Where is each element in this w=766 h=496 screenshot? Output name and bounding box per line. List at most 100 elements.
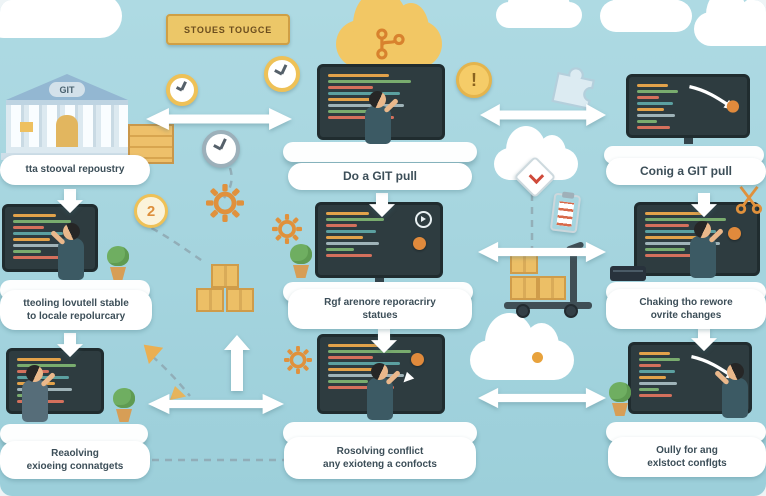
monitor-screen xyxy=(6,348,104,414)
git-branch-cloud xyxy=(336,0,442,68)
arrow-status-to-review xyxy=(478,240,606,264)
label-text: any exioteng a confocts xyxy=(323,459,437,470)
label-text: Rosolving conflict xyxy=(336,445,424,457)
cloud-icon xyxy=(496,0,582,28)
cart-wheel xyxy=(564,304,578,318)
arrow-down-left-r1 xyxy=(57,188,83,214)
arrow-down-right-r1 xyxy=(691,192,717,218)
label-text: ovrite changes xyxy=(650,310,722,321)
code-lines xyxy=(326,212,400,257)
workstation-do-git-pull xyxy=(283,62,477,168)
yellow-box xyxy=(538,276,566,300)
code-lines xyxy=(639,352,692,397)
person-developer xyxy=(365,91,391,144)
step-label-review-changes: Chaking tho rewore ovrite changes xyxy=(606,289,766,329)
workstation-config-git-pull xyxy=(604,74,764,170)
cart-wheel xyxy=(516,304,530,318)
desk-platform xyxy=(283,142,477,162)
step-label-remote-repo: tta stooval repoustry xyxy=(0,155,150,185)
step-2-text: 2 xyxy=(146,202,156,220)
black-book xyxy=(610,266,646,281)
building-step xyxy=(6,147,128,153)
label-text: tta stooval repoustry xyxy=(25,164,125,176)
arrow-resolve-right xyxy=(478,386,606,410)
play-button-icon xyxy=(415,211,432,228)
label-text: Chaking tho rewore xyxy=(639,296,733,308)
person-developer xyxy=(58,238,84,280)
step-label-resolving-right: Oully for ang exlstoct conflgts xyxy=(608,437,766,477)
arrow-resolve-left xyxy=(148,392,284,416)
code-lines xyxy=(328,344,434,389)
person-developer xyxy=(22,365,48,422)
label-text: to locale repolurcary xyxy=(26,311,126,322)
building-entablature xyxy=(6,100,128,105)
step-label-local-stable: tteoling lovutell stable to locale repol… xyxy=(0,290,152,330)
building-git-sign: GIT xyxy=(49,82,85,97)
person-developer xyxy=(690,221,716,278)
code-lines xyxy=(328,74,434,119)
monitor-stand xyxy=(684,138,693,144)
plant-icon xyxy=(289,244,313,278)
workstation-resolve-left xyxy=(0,348,148,446)
workstation-resolve-right xyxy=(606,342,766,444)
step-label-resolving-center: Rosolving conflict any exioteng a confoc… xyxy=(284,437,476,479)
hand-truck-icon xyxy=(504,241,604,318)
alarm-clock-icon xyxy=(202,130,240,168)
title-banner: STOUES TOUGCE xyxy=(166,14,290,45)
cloud-icon xyxy=(694,0,766,46)
label-text: Rgf arenore reporacriry xyxy=(324,296,436,308)
orange-dot xyxy=(413,237,426,250)
clipboard-icon xyxy=(549,192,582,234)
arrow-down-right-r2 xyxy=(691,326,717,352)
label-text: exioeing connatgets xyxy=(26,461,124,472)
step-label-config-git-pull: Conig a GIT pull xyxy=(606,158,766,185)
label-text: Conig a GIT pull xyxy=(640,163,732,178)
git-branch-icon xyxy=(372,26,408,62)
yellow-box xyxy=(226,288,254,312)
yellow-box xyxy=(211,264,239,288)
label-text: exlstoct conflgts xyxy=(647,458,727,469)
arrow-up-center xyxy=(224,334,250,392)
orange-dot xyxy=(532,352,543,363)
arrow-down-center-r2 xyxy=(371,328,397,354)
trend-arrow-icon xyxy=(689,85,740,113)
yellow-box xyxy=(196,288,224,312)
arrow-down-center-r1 xyxy=(369,192,395,218)
monitor-screen xyxy=(626,74,750,138)
step-2-badge: 2 xyxy=(134,194,168,228)
building-plaque xyxy=(20,122,33,132)
label-text: statues xyxy=(362,310,398,321)
cart-base xyxy=(504,302,592,309)
workstation-local-repo xyxy=(0,202,150,304)
arrow-building-to-pull xyxy=(146,106,292,132)
desk-platform xyxy=(0,424,148,444)
alert-text: ! xyxy=(471,69,477,90)
clock-icon xyxy=(166,74,198,106)
label-text: Oully for ang xyxy=(656,444,718,456)
person-developer xyxy=(367,363,393,420)
cart-frame xyxy=(570,248,577,304)
arrow-down-left-r2 xyxy=(57,332,83,358)
person-developer xyxy=(722,378,748,418)
step-label-repo-status: Rgf arenore reporacriry statues xyxy=(288,289,472,329)
code-lines xyxy=(13,214,87,259)
arrow-pull-to-config xyxy=(480,102,606,128)
code-lines xyxy=(645,212,749,257)
git-repository-building: GIT xyxy=(1,74,138,162)
banner-text: STOUES TOUGCE xyxy=(183,24,273,35)
cloud-icon xyxy=(0,0,122,38)
step-label-resolving-left: Reaolving exioeing connatgets xyxy=(0,441,150,479)
yellow-box xyxy=(510,276,538,300)
code-lines xyxy=(637,84,690,129)
orange-dot xyxy=(728,227,741,240)
cloud-icon xyxy=(494,126,578,180)
cloud-icon xyxy=(600,0,692,32)
plant-icon xyxy=(608,382,632,416)
paper-plane-icon xyxy=(143,340,167,364)
building-door xyxy=(56,115,78,147)
scissors-icon xyxy=(734,184,764,214)
plant-icon xyxy=(112,388,136,422)
label-text: Reaolving xyxy=(51,447,99,459)
plant-icon xyxy=(106,246,130,280)
